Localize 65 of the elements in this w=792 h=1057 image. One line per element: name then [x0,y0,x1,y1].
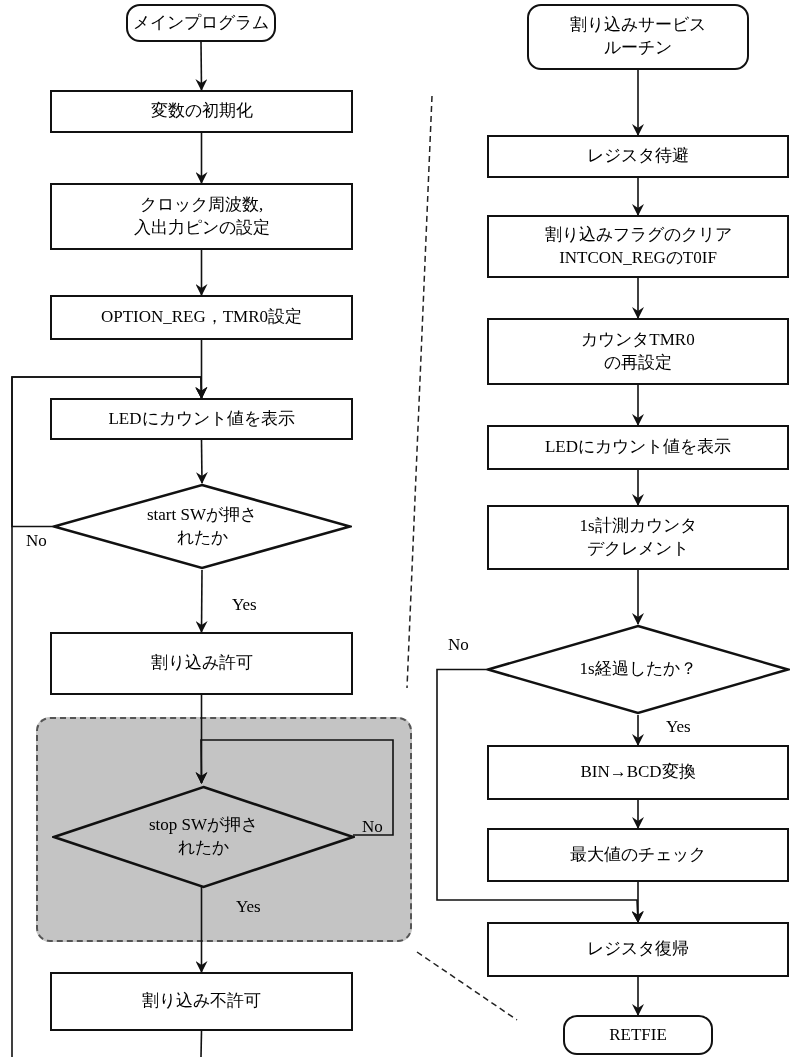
edge-label: No [26,532,47,549]
decision-diamond [52,483,352,570]
edge-label: No [448,636,469,653]
arrow [195,569,208,633]
arrow [632,469,644,506]
arrow [632,69,644,136]
process-box [50,90,353,133]
node-label: 1s経過したか？ [579,658,697,681]
node-label: 割り込み不許可 [142,990,261,1013]
arrow [632,277,644,319]
node-label: レジスタ待避 [587,145,689,168]
node-label: 割り込み許可 [150,652,253,675]
process-box [50,632,353,695]
process-box [487,318,789,385]
shaded-region [36,717,412,942]
edge-label: No [362,818,383,835]
arrow [632,177,644,216]
arrow [195,249,208,296]
terminal-box [527,4,749,70]
node-label: カウンタTMR0の再設定 [580,328,696,374]
process-box [487,922,789,977]
node-label: 割り込みサービスルーチン [569,14,707,59]
arrow [195,41,208,91]
arrow [632,799,644,829]
process-box [50,972,353,1031]
node-label: RETFIE [609,1023,667,1046]
edge-label: Yes [236,898,261,915]
process-box [50,398,353,440]
node-label: メインプログラム [133,11,269,34]
process-box [487,425,789,470]
arrow [195,132,208,184]
node-label: BIN→BCD変換 [580,761,696,784]
node-label: LEDにカウント値を表示 [108,407,295,430]
node-label: レジスタ復帰 [587,938,689,961]
node-label: クロック周波数,入出力ピンの設定 [132,193,271,239]
process-box [487,135,789,178]
arrow [632,384,644,426]
process-box [50,183,353,250]
arrow [632,569,644,625]
arrow [436,668,644,923]
decision-diamond [52,785,355,889]
node-label: LEDにカウント値を表示 [544,436,731,459]
arrow [632,714,644,746]
process-box [487,745,789,800]
node-label: start SWが押されたか [146,503,258,549]
process-box [50,295,353,340]
edge-label: Yes [666,718,691,735]
arrow [195,439,208,484]
process-box [487,215,789,278]
node-label: stop SWが押されたか [147,814,260,859]
node-label: 最大値のチェック [570,843,706,866]
process-box [487,828,789,882]
arrow [632,976,644,1016]
terminal-box [563,1015,713,1055]
node-label: 割り込みフラグのクリア INTCON_REGのT0IF [543,223,733,269]
arrow [195,739,394,836]
arrow [11,376,208,1057]
process-box [487,505,789,570]
decision-diamond [486,624,790,715]
node-label: OPTION_REG，TMR0設定 [100,306,303,329]
edge-label: Yes [232,596,257,613]
node-label: 1s計測カウンタデクレメント [578,514,698,560]
terminal-box [126,4,276,42]
arrow [195,886,208,973]
node-label: 変数の初期化 [150,100,253,123]
